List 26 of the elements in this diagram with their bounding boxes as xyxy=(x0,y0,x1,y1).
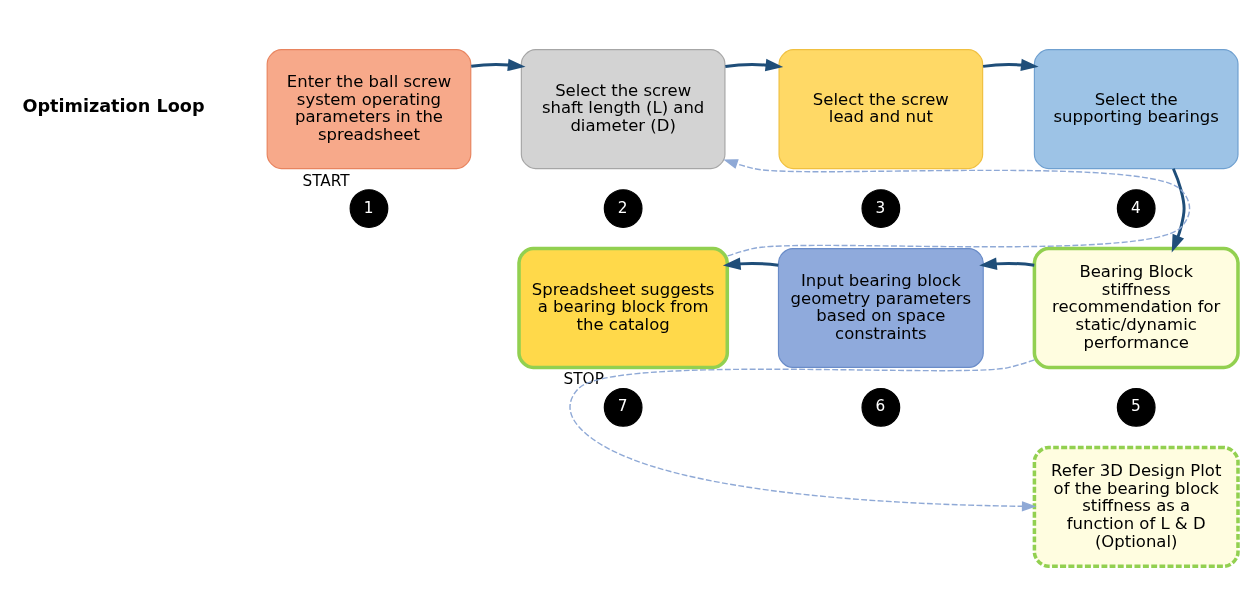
node-box: Input bearing block geometry parameters based on space constraints xyxy=(777,248,984,368)
node-label: START xyxy=(302,171,350,190)
arrow xyxy=(725,58,784,72)
node-circle: 5 xyxy=(1116,388,1156,427)
node-circle: 7 xyxy=(603,388,643,427)
arrow xyxy=(1171,168,1186,253)
arrow xyxy=(471,58,526,72)
node-label: STOP xyxy=(563,370,604,389)
node-box: Enter the ball screw system operating parameters in the spreadsheet xyxy=(266,49,472,170)
node-circle: 3 xyxy=(861,189,901,228)
node-box: Select the screw shaft length (L) and diameter (D) xyxy=(520,49,726,170)
node-circle: 1 xyxy=(349,189,389,228)
node-box: Spreadsheet suggests a bearing block from the catalog xyxy=(517,246,730,370)
arrow xyxy=(722,257,779,270)
node-box: Select the supporting bearings xyxy=(1033,49,1239,170)
node-circle: 2 xyxy=(603,189,643,228)
arrow xyxy=(982,58,1039,72)
node-circle: 4 xyxy=(1116,189,1156,228)
arrow xyxy=(569,359,1037,512)
node-circle: 6 xyxy=(861,388,901,427)
arrow xyxy=(723,159,1191,257)
node-box: Refer 3D Design Plot of the bearing block stiffness as a function of L & D (Optional) xyxy=(1032,445,1240,569)
label: Optimization Loop xyxy=(22,96,205,117)
node-box: Bearing Block stiffness recommendation for static/dynamic performance xyxy=(1032,246,1240,370)
node-box: Select the screw lead and nut xyxy=(778,49,984,170)
arrow xyxy=(979,257,1035,270)
